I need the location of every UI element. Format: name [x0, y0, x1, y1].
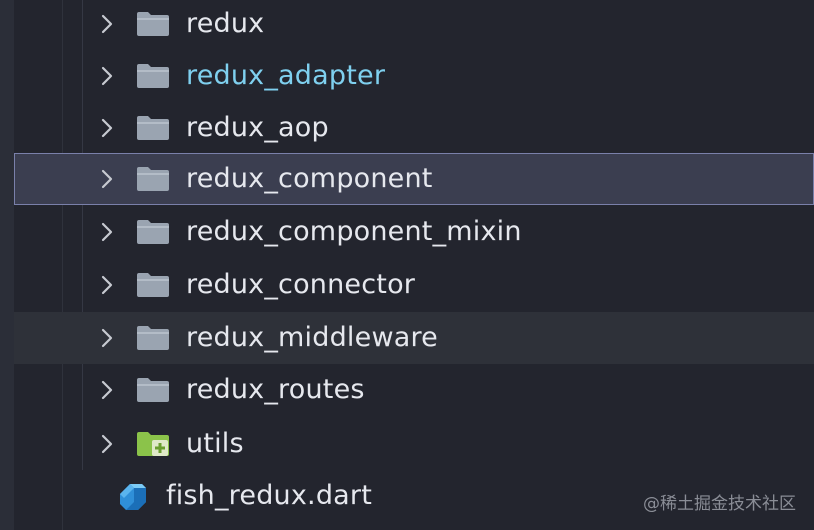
indent-guide	[62, 0, 63, 530]
folder-icon	[136, 166, 170, 192]
folder-icon	[136, 219, 170, 245]
tree-item-label: redux_connector	[186, 269, 416, 300]
tree-item-utils[interactable]: utils	[14, 418, 814, 470]
tree-item-redux-component-mixin[interactable]: redux_component_mixin	[14, 206, 814, 258]
tree-item-redux[interactable]: redux	[14, 0, 814, 50]
tree-item-redux-component[interactable]: redux_component	[14, 153, 814, 205]
tree-item-redux-adapter[interactable]: redux_adapter	[14, 50, 814, 102]
utils-folder-icon	[136, 431, 170, 457]
tree-item-redux-aop[interactable]: redux_aop	[14, 102, 814, 154]
explorer-gutter	[0, 0, 14, 530]
tree-item-label: utils	[186, 428, 244, 459]
tree-item-label: redux_aop	[186, 112, 329, 143]
dart-file-icon	[116, 480, 152, 514]
chevron-right-icon[interactable]	[98, 378, 116, 402]
chevron-right-icon[interactable]	[98, 273, 116, 297]
chevron-right-icon[interactable]	[98, 326, 116, 350]
chevron-right-icon[interactable]	[98, 12, 116, 36]
tree-item-label: redux_component_mixin	[186, 216, 522, 247]
folder-icon	[136, 63, 170, 89]
tree-item-redux-connector[interactable]: redux_connector	[14, 259, 814, 311]
tree-item-label: redux_middleware	[186, 322, 438, 353]
tree-item-redux-middleware[interactable]: redux_middleware	[14, 312, 814, 364]
tree-item-label: fish_redux.dart	[166, 480, 372, 511]
folder-icon	[136, 272, 170, 298]
folder-icon	[136, 325, 170, 351]
chevron-right-icon[interactable]	[98, 220, 116, 244]
chevron-right-icon[interactable]	[98, 167, 116, 191]
tree-item-fish-redux-dart[interactable]: fish_redux.dart	[14, 470, 814, 522]
folder-icon	[136, 11, 170, 37]
folder-icon	[136, 377, 170, 403]
folder-icon	[136, 115, 170, 141]
tree-item-label: redux_routes	[186, 374, 365, 405]
watermark: @稀土掘金技术社区	[643, 494, 796, 514]
tree-item-redux-routes[interactable]: redux_routes	[14, 364, 814, 416]
chevron-right-icon[interactable]	[98, 116, 116, 140]
tree-item-label: redux_adapter	[186, 60, 386, 91]
indent-guide	[82, 0, 83, 470]
tree-item-label: redux	[186, 8, 265, 39]
chevron-right-icon[interactable]	[98, 432, 116, 456]
tree-item-label: redux_component	[186, 163, 433, 194]
chevron-right-icon[interactable]	[98, 64, 116, 88]
